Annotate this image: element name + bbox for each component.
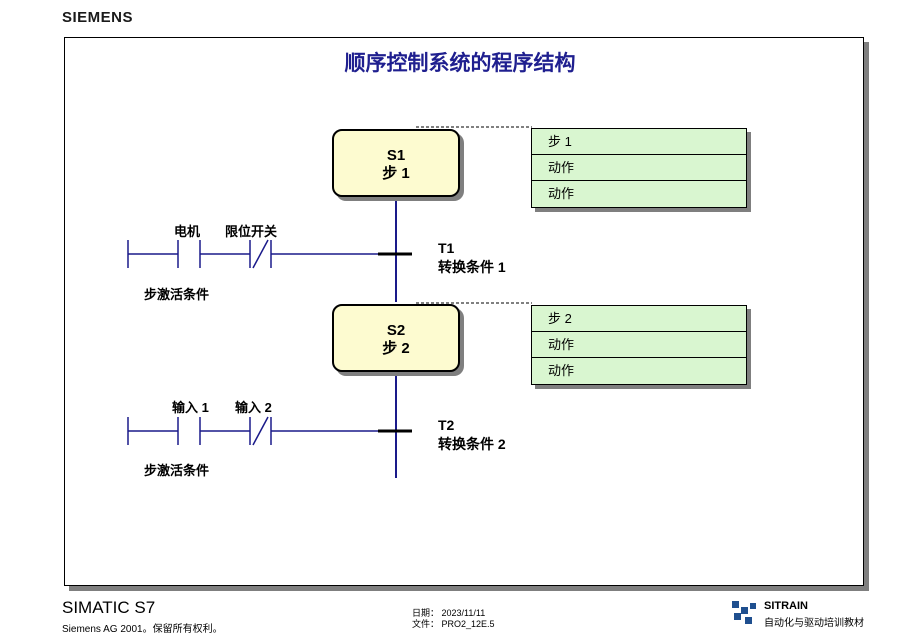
transition-condition: 转换条件 1 <box>438 259 506 275</box>
brand-name: SITRAIN <box>764 600 808 612</box>
rung-label: 步激活条件 <box>144 287 210 302</box>
contact-label: 电机 <box>174 224 201 239</box>
action-row: 动作 <box>532 155 746 181</box>
action-row: 动作 <box>532 332 746 358</box>
siemens-logo: SIEMENS <box>62 9 134 26</box>
ladder-rung-2 <box>127 416 378 446</box>
transition-id: T2 <box>438 417 455 433</box>
step-name: 步 2 <box>382 340 410 357</box>
file-line: 文件： PRO2_12E.5 <box>412 619 495 629</box>
brand-subtitle: 自动化与驱动培训教材 <box>764 618 864 629</box>
transition-id: T1 <box>438 240 455 256</box>
action-row: 步 2 <box>532 306 746 332</box>
action-row: 动作 <box>548 186 575 201</box>
step-name: 步 1 <box>382 165 410 182</box>
transition-label-t2: T2 转换条件 2 <box>438 416 506 454</box>
action-table-s2: 步 2 动作 动作 <box>531 305 747 385</box>
contact-label: 限位开关 <box>225 224 278 239</box>
step-id: S2 <box>386 322 406 339</box>
step-box-s1: S1 步 1 <box>332 129 460 197</box>
step-id: S1 <box>386 147 406 164</box>
action-row: 步 1 <box>532 129 746 155</box>
sitrain-icon <box>732 601 756 624</box>
contact-label: 输入 1 <box>172 400 209 415</box>
copyright: Siemens AG 2001。保留所有权利。 <box>62 624 223 635</box>
date-line: 日期： 2023/11/11 <box>412 608 486 618</box>
action-table-s1: 步 1 动作 动作 <box>531 128 747 208</box>
transition-label-t1: T1 转换条件 1 <box>438 239 506 277</box>
diagram-title: 顺序控制系统的程序结构 <box>344 52 576 75</box>
transition-condition: 转换条件 2 <box>438 436 506 452</box>
rung-label: 步激活条件 <box>144 463 210 478</box>
contact-label: 输入 2 <box>235 400 272 415</box>
step-box-s2: S2 步 2 <box>332 304 460 372</box>
product-name: SIMATIC S7 <box>62 598 156 617</box>
ladder-rung-1 <box>127 239 378 269</box>
footer-left: SIMATIC S7 Siemens AG 2001。保留所有权利。 <box>62 598 223 635</box>
footer-meta: 日期： 2023/11/11 文件： PRO2_12E.5 <box>412 608 495 630</box>
action-row: 动作 <box>548 363 575 378</box>
